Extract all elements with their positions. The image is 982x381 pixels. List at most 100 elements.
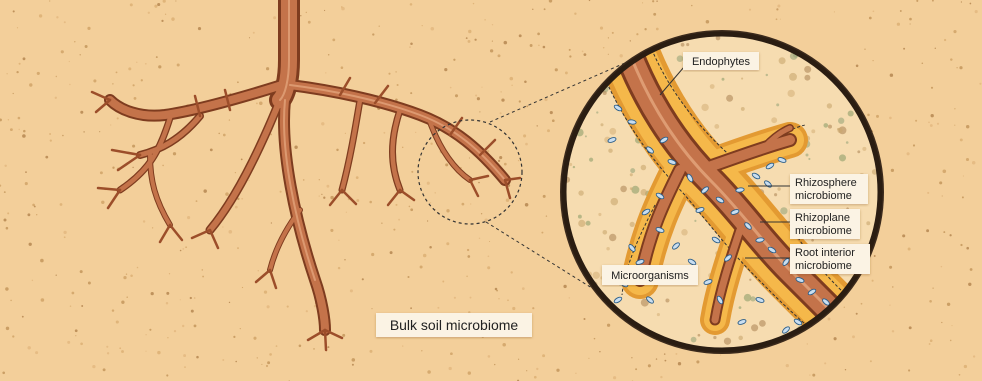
soil-speck — [889, 117, 892, 120]
soil-speck — [474, 39, 476, 41]
soil-speck — [402, 147, 403, 148]
soil-speck — [64, 21, 66, 23]
soil-speck — [873, 10, 875, 12]
magnified-soil-speck — [603, 230, 608, 235]
soil-speck — [39, 14, 42, 17]
soil-speck — [402, 345, 403, 346]
soil-speck — [63, 231, 66, 234]
soil-speck — [130, 275, 133, 278]
soil-speck — [960, 138, 963, 141]
soil-speck — [966, 125, 969, 128]
soil-speck — [171, 17, 174, 20]
magnified-soil-speck — [593, 272, 600, 279]
soil-speck — [473, 3, 474, 4]
soil-speck — [83, 131, 84, 132]
soil-speck — [19, 63, 21, 65]
soil-speck — [134, 97, 137, 100]
soil-speck — [362, 278, 364, 280]
soil-speck — [235, 172, 236, 173]
soil-speck — [915, 120, 917, 122]
magnified-soil-speck — [750, 296, 755, 301]
soil-speck — [130, 3, 133, 6]
soil-speck — [809, 375, 810, 376]
soil-speck — [4, 219, 7, 222]
soil-speck — [807, 343, 808, 344]
soil-speck — [32, 280, 33, 281]
soil-speck — [267, 305, 270, 308]
soil-speck — [249, 37, 250, 38]
soil-speck — [891, 169, 894, 172]
soil-speck — [501, 91, 502, 92]
soil-speck — [303, 179, 305, 181]
soil-speck — [954, 125, 955, 126]
soil-speck — [950, 340, 952, 342]
soil-speck — [420, 266, 423, 269]
soil-speck — [398, 219, 400, 221]
magnified-soil-speck — [701, 104, 708, 111]
soil-speck — [388, 73, 390, 75]
soil-speck — [258, 270, 259, 271]
soil-speck — [780, 19, 781, 20]
magnified-soil-speck — [713, 336, 716, 339]
soil-speck — [34, 206, 36, 208]
soil-speck — [253, 337, 256, 340]
soil-speck — [167, 337, 168, 338]
magnified-soil-speck — [573, 166, 575, 168]
soil-speck — [72, 292, 75, 295]
magnified-soil-speck — [741, 78, 743, 80]
soil-speck — [468, 40, 471, 43]
soil-speck — [608, 37, 609, 38]
soil-speck — [324, 10, 325, 11]
soil-speck — [25, 171, 27, 173]
soil-speck — [300, 15, 301, 16]
soil-speck — [264, 290, 267, 293]
soil-speck — [454, 297, 456, 299]
soil-speck — [187, 216, 190, 219]
soil-speck — [23, 130, 26, 133]
soil-speck — [599, 351, 600, 352]
soil-speck — [421, 350, 422, 351]
soil-speck — [481, 213, 482, 214]
soil-speck — [834, 337, 837, 340]
magnified-soil-speck — [827, 103, 832, 108]
soil-speck — [656, 358, 657, 359]
soil-speck — [594, 338, 596, 340]
soil-speck — [383, 132, 385, 134]
label-rhizoplane: Rhizoplane microbiome — [790, 209, 860, 239]
soil-speck — [240, 328, 241, 329]
soil-speck — [395, 71, 396, 72]
soil-speck — [161, 20, 163, 22]
magnified-soil-speck — [641, 189, 648, 196]
soil-speck — [544, 98, 547, 101]
soil-speck — [466, 275, 468, 277]
soil-speck — [64, 236, 66, 238]
soil-speck — [69, 61, 70, 62]
soil-speck — [534, 376, 537, 379]
soil-speck — [852, 335, 855, 338]
soil-speck — [943, 231, 945, 233]
soil-speck — [902, 234, 905, 237]
soil-speck — [182, 248, 184, 250]
soil-speck — [110, 124, 111, 125]
soil-speck — [537, 125, 538, 126]
soil-speck — [23, 57, 26, 60]
magnified-soil-speck — [738, 336, 743, 341]
soil-speck — [929, 343, 931, 345]
magnified-soil-speck — [837, 128, 842, 133]
soil-speck — [446, 209, 449, 212]
soil-speck — [323, 197, 325, 199]
soil-speck — [126, 296, 128, 298]
soil-speck — [106, 346, 108, 348]
soil-speck — [656, 28, 659, 31]
magnified-soil-speck — [780, 207, 787, 214]
soil-speck — [935, 48, 936, 49]
soil-speck — [49, 133, 51, 135]
soil-speck — [530, 44, 533, 47]
soil-speck — [299, 345, 302, 348]
soil-speck — [143, 220, 145, 222]
soil-speck — [103, 368, 106, 371]
magnified-soil-speck — [578, 190, 583, 195]
magnified-soil-speck — [710, 84, 715, 89]
soil-speck — [313, 348, 315, 350]
soil-speck — [537, 33, 540, 36]
